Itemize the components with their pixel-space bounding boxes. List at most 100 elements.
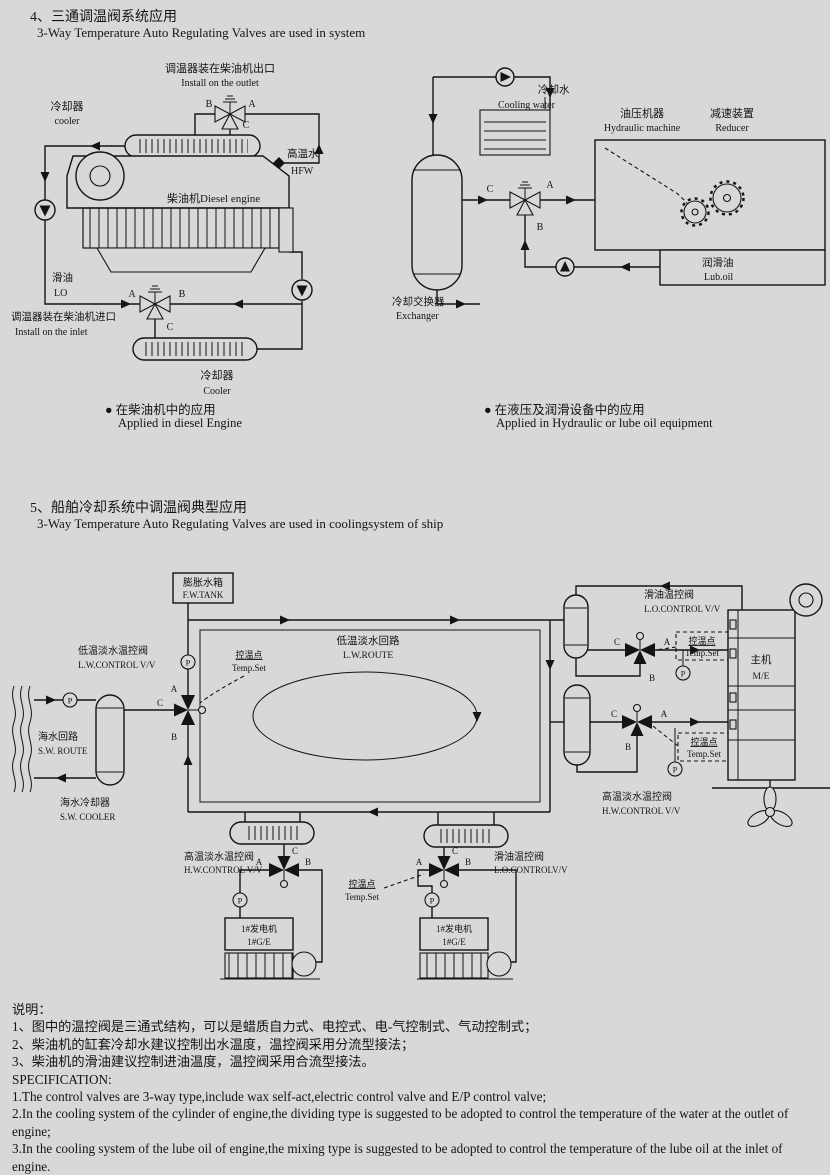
hydraulic-caption-zh: ● 在液压及润滑设备中的应用 bbox=[484, 403, 645, 417]
generator-right-alternator bbox=[486, 951, 512, 977]
outlet-valve-port-a: A bbox=[248, 99, 256, 110]
generator-right-branch: A B C 滑油温控阀 L.O.CONTROLV/V 控温点 Temp.Set … bbox=[345, 812, 568, 980]
section5-title: 5、船舶冷却系统中调温阀典型应用 bbox=[30, 501, 247, 516]
generator-left-branch: A B C 高温淡水温控阀 H.W.CONTROL V/V P 1#发电机 1#… bbox=[184, 812, 323, 980]
sw-cooler-vessel bbox=[95, 694, 125, 786]
inlet-note-zh: 调温器装在柴油机进口 bbox=[11, 310, 116, 323]
hydraulic-caption-en: Applied in Hydraulic or lube oil equipme… bbox=[496, 416, 713, 430]
reducer-gears bbox=[680, 180, 745, 227]
sw-circuit: P 海水回路 S.W. ROUTE 海水冷却器 S.W. COOLER bbox=[12, 685, 174, 822]
cooling-water-circuit: 冷却水 Cooling water bbox=[428, 67, 570, 156]
lo-bottom-valve-port-a: A bbox=[416, 857, 423, 867]
lo-valve-bottom-en: L.O.CONTROLV/V bbox=[494, 865, 568, 875]
pressure-gauge-2 bbox=[675, 665, 691, 681]
hw-valve-port-b: B bbox=[625, 742, 631, 752]
pressure-gauge-3 bbox=[667, 761, 683, 777]
lw-route-zh: 低温淡水回路 bbox=[337, 634, 400, 647]
lo-cooler-branch: C A B 滑油温控阀 L.O.CONTROL V/V 控温点 Temp.Set… bbox=[563, 581, 743, 683]
section4-subtitle: 3-Way Temperature Auto Regulating Valves… bbox=[37, 25, 366, 40]
lo-valve-top-en: L.O.CONTROL V/V bbox=[644, 604, 721, 614]
inlet-note-en: Install on the inlet bbox=[15, 327, 88, 338]
section5-subtitle: 3-Way Temperature Auto Regulating Valves… bbox=[37, 516, 444, 531]
lub-oil-en: Lub.oil bbox=[704, 272, 733, 283]
temp-set-1-en: Temp.Set bbox=[232, 663, 267, 673]
lub-oil-zh: 润滑油 bbox=[702, 256, 734, 269]
bottom-cooler-label-en: Cooler bbox=[203, 386, 231, 397]
generator-right-en: 1#G/E bbox=[442, 937, 466, 947]
generator-left-en: 1#G/E bbox=[247, 937, 271, 947]
lw-valve-port-a: A bbox=[171, 684, 178, 694]
inlet-valve-port-a: A bbox=[128, 289, 136, 300]
lo-zh: 滑油 bbox=[52, 271, 73, 284]
outlet-note-en: Install on the outlet bbox=[181, 78, 259, 89]
lo-valve-bottom-zh: 滑油温控阀 bbox=[494, 850, 544, 863]
temp-set-1-zh: 控温点 bbox=[235, 649, 262, 660]
notes-item-zh-2: 2、柴油机的缸套冷却水建议控制出水温度，温控阀采用分流型接法； bbox=[12, 1036, 415, 1052]
lo-bottom-valve-port-c: C bbox=[452, 846, 458, 856]
lw-loop: 低温淡水回路 L.W.ROUTE bbox=[183, 615, 564, 817]
fw-tank: 膨胀水箱 F.W.TANK bbox=[172, 572, 234, 620]
notes-heading-zh: 说明： bbox=[12, 1002, 52, 1017]
hydraulic-system-diagram: 冷却水 Cooling water 油压机器 Hydraulic machine… bbox=[392, 67, 826, 322]
generator-left-zh: 1#发电机 bbox=[241, 923, 277, 934]
lo-valve-top-zh: 滑油温控阀 bbox=[644, 588, 694, 601]
engine-label: 柴油机Diesel engine bbox=[167, 191, 260, 205]
fw-tank-zh: 膨胀水箱 bbox=[183, 576, 223, 589]
generator-left-body bbox=[224, 952, 294, 979]
notes-item-en-2: 2.In the cooling system of the cylinder … bbox=[12, 1106, 789, 1139]
lw-valve-en: L.W.CONTROL V/V bbox=[78, 660, 156, 670]
fw-tank-en: F.W.TANK bbox=[183, 590, 224, 600]
lo-control-valve-bottom bbox=[428, 855, 460, 889]
pressure-gauge-sw-label: P bbox=[68, 696, 73, 706]
generator-right-box bbox=[419, 917, 489, 951]
outlet-valve: B A C bbox=[206, 95, 256, 131]
top-cooler-label-zh: 冷却器 bbox=[51, 100, 84, 113]
hw-valve-port-c: C bbox=[611, 709, 617, 719]
lw-valve-port-c: C bbox=[157, 698, 163, 708]
hw-bottom-valve-port-a: A bbox=[256, 857, 263, 867]
cooling-water-en: Cooling water bbox=[498, 100, 556, 111]
hw-bottom-valve-port-b: B bbox=[305, 857, 311, 867]
hydraulic-valve-port-c: C bbox=[487, 184, 494, 195]
hw-control-valve-right bbox=[621, 703, 653, 737]
inlet-note: 调温器装在柴油机进口 Install on the inlet bbox=[11, 310, 116, 338]
lw-valve-zh: 低温淡水温控阀 bbox=[78, 644, 148, 657]
top-cooler-label-en: cooler bbox=[55, 116, 81, 127]
exchanger-vessel: 冷却交换器 Exchanger bbox=[392, 154, 463, 322]
notes-item-zh-1: 1、图中的温控阀是三通式结构，可以是蜡质自力式、电控式、电-气控制式、气动控制式… bbox=[12, 1019, 538, 1035]
hw-cooler-vessel bbox=[563, 684, 591, 766]
sea-wave bbox=[28, 685, 32, 793]
inlet-valve: A B C bbox=[128, 285, 186, 333]
cooling-water-tank bbox=[479, 109, 551, 156]
lub-oil-pump bbox=[555, 257, 575, 277]
hw-valve-right-en: H.W.CONTROL V/V bbox=[602, 806, 681, 816]
hw-control-valve-bottom bbox=[268, 855, 300, 889]
diesel-caption-zh: ● 在柴油机中的应用 bbox=[105, 403, 216, 417]
hw-valve-bottom-zh: 高温淡水温控阀 bbox=[184, 850, 254, 863]
pressure-gauge-sw bbox=[62, 692, 78, 708]
lo-en: LO bbox=[54, 288, 67, 299]
lo-bottom-valve-port-b: B bbox=[465, 857, 471, 867]
pressure-gauge-3-label: P bbox=[673, 765, 678, 775]
hfw-label: 高温水 HFW bbox=[287, 147, 319, 177]
notes-item-en-1: 1.The control valves are 3-way type,incl… bbox=[12, 1089, 547, 1105]
diesel-caption-en: Applied in diesel Engine bbox=[118, 416, 242, 430]
diesel-pipes bbox=[40, 113, 324, 350]
hydraulic-valve-port-b: B bbox=[537, 222, 544, 233]
lw-control-valve-group: A C B P 控温点 Temp.Set 低温淡水温控阀 L.W.CONTROL… bbox=[78, 644, 267, 742]
ship-cooling-diagram: 膨胀水箱 F.W.TANK 低温淡水回路 L.W.ROUTE A C B bbox=[12, 572, 830, 980]
lo-pump-right bbox=[291, 279, 313, 301]
outlet-note-zh: 调温器装在柴油机出口 bbox=[165, 61, 275, 75]
exchanger-en: Exchanger bbox=[396, 311, 439, 322]
pressure-gauge-5-label: P bbox=[430, 896, 435, 906]
generator-right-body bbox=[419, 952, 489, 979]
hfw-en: HFW bbox=[291, 166, 314, 177]
hydraulic-machine-box bbox=[594, 139, 826, 251]
sea-wave bbox=[12, 685, 16, 793]
hw-bottom-valve-port-c: C bbox=[292, 846, 298, 856]
temp-set-3-zh: 控温点 bbox=[690, 736, 717, 747]
lo-top-valve-port-c: C bbox=[614, 637, 620, 647]
bottom-cooler-label-zh: 冷却器 bbox=[201, 369, 234, 382]
reducer-en: Reducer bbox=[715, 123, 749, 134]
